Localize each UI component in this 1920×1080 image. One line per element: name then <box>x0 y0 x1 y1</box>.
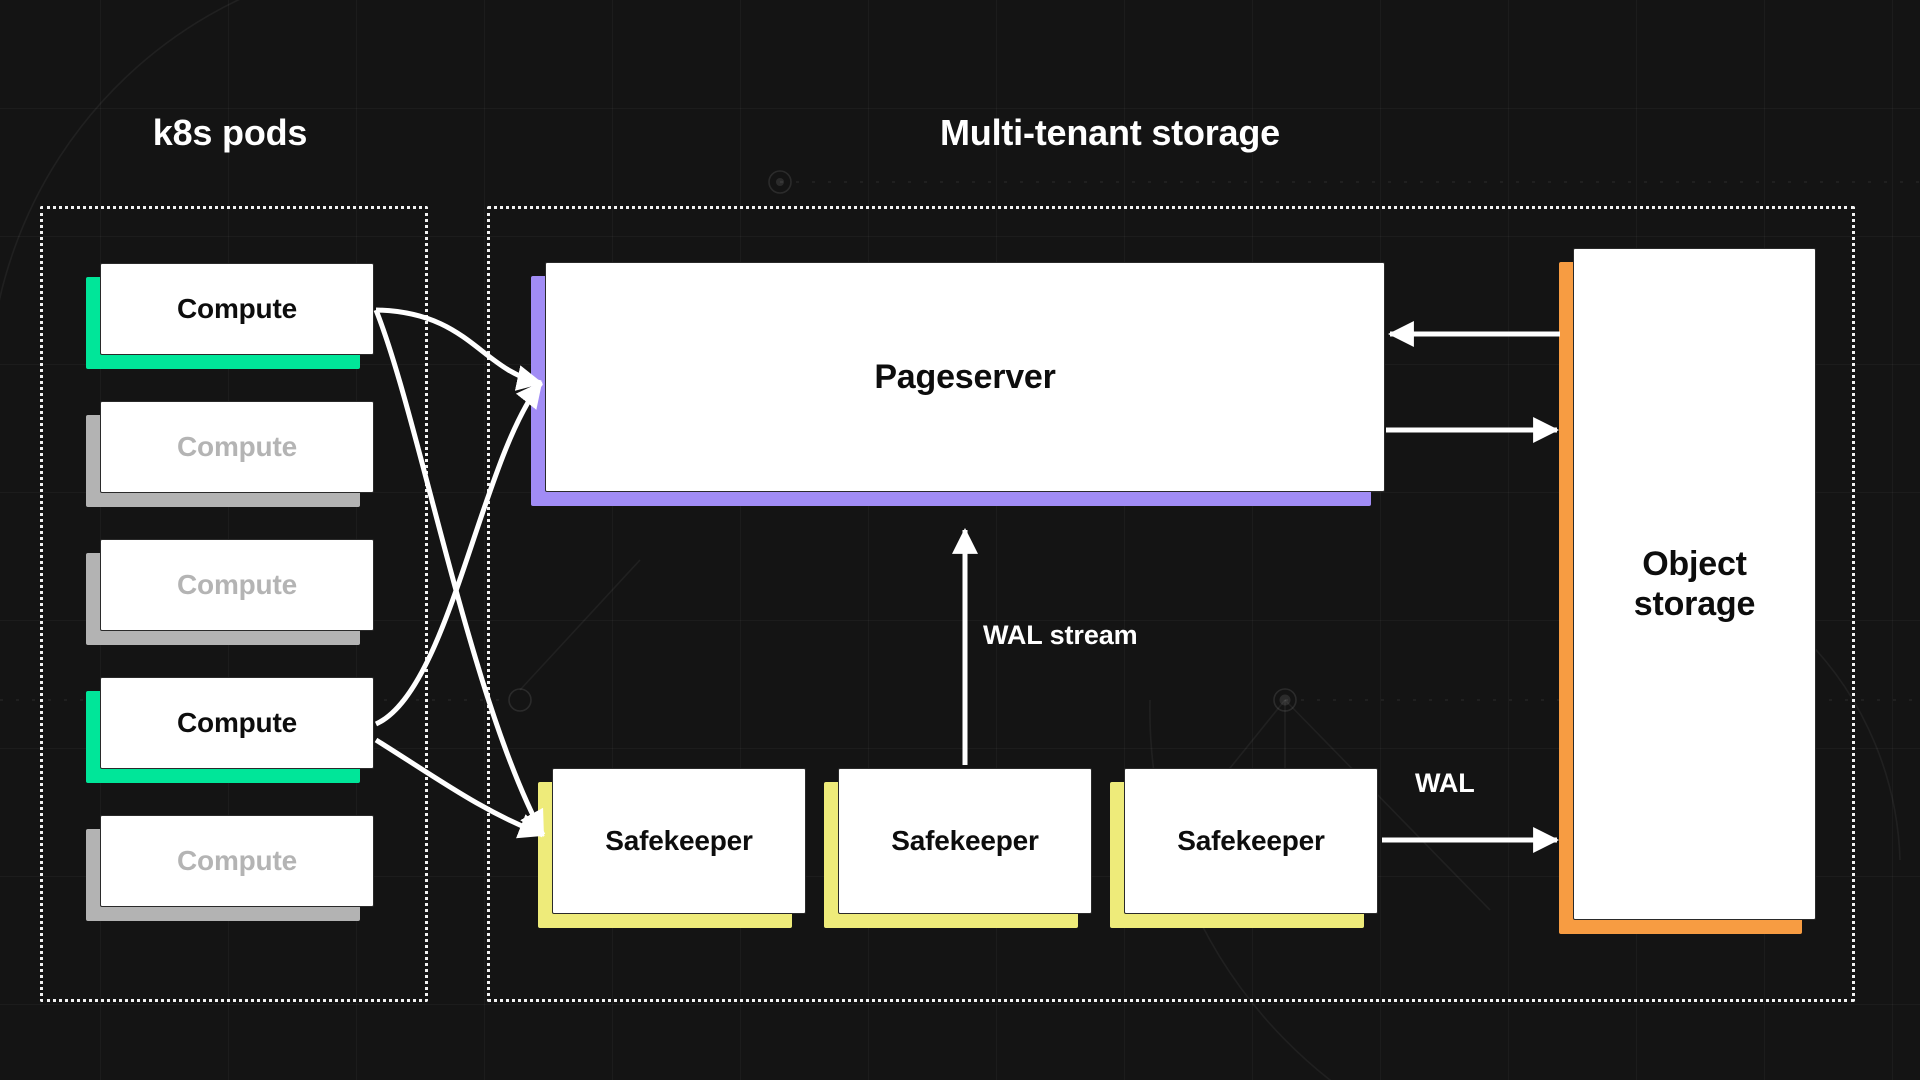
pageserver-node[interactable]: Pageserver <box>531 262 1385 506</box>
safekeeper-node-3-card: Safekeeper <box>1124 768 1378 914</box>
safekeeper-node-3-label: Safekeeper <box>1177 825 1325 857</box>
safekeeper-node-1[interactable]: Safekeeper <box>538 768 806 928</box>
section-title-k8s-pods: k8s pods <box>152 112 308 153</box>
object-storage-label-line2: storage <box>1633 585 1756 623</box>
section-title-multi-tenant-storage: Multi-tenant storage <box>939 112 1280 153</box>
compute-node-2[interactable]: Compute <box>86 401 374 507</box>
compute-node-2-label: Compute <box>177 431 297 463</box>
edge-label-wal: WAL <box>1415 768 1475 798</box>
object-storage-card: Object storage <box>1573 248 1816 920</box>
compute-node-4[interactable]: Compute <box>86 677 374 783</box>
compute-node-3[interactable]: Compute <box>86 539 374 645</box>
safekeeper-node-2-card: Safekeeper <box>838 768 1092 914</box>
compute-node-1-card: Compute <box>100 263 374 355</box>
safekeeper-node-2[interactable]: Safekeeper <box>824 768 1092 928</box>
compute-node-5[interactable]: Compute <box>86 815 374 921</box>
compute-node-1[interactable]: Compute <box>86 263 374 369</box>
compute-node-1-label: Compute <box>177 293 297 325</box>
safekeeper-node-2-label: Safekeeper <box>891 825 1039 857</box>
safekeeper-node-3[interactable]: Safekeeper <box>1110 768 1378 928</box>
compute-node-3-card: Compute <box>100 539 374 631</box>
object-storage-node[interactable]: Object storage <box>1559 248 1816 934</box>
object-storage-label-line1: Object <box>1642 544 1747 583</box>
compute-node-4-label: Compute <box>177 707 297 739</box>
compute-node-5-label: Compute <box>177 845 297 877</box>
safekeeper-node-1-label: Safekeeper <box>605 825 753 857</box>
compute-node-5-card: Compute <box>100 815 374 907</box>
compute-node-2-card: Compute <box>100 401 374 493</box>
object-storage-label: Object storage <box>1633 544 1756 624</box>
safekeeper-node-1-card: Safekeeper <box>552 768 806 914</box>
compute-node-3-label: Compute <box>177 569 297 601</box>
pageserver-label: Pageserver <box>874 357 1056 396</box>
compute-node-4-card: Compute <box>100 677 374 769</box>
pageserver-card: Pageserver <box>545 262 1385 492</box>
edge-label-wal-stream: WAL stream <box>983 620 1138 650</box>
